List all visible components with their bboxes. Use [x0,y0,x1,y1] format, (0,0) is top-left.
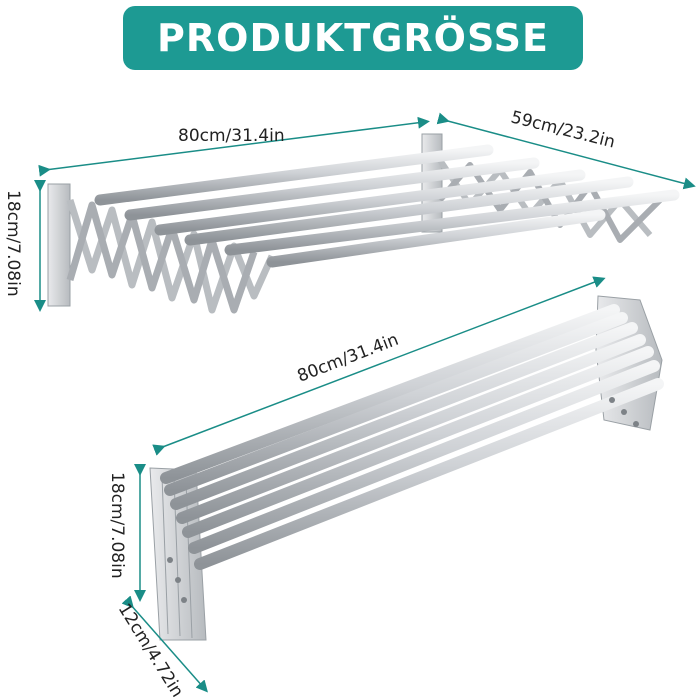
title-banner: PRODUKTGRÖSSE [123,6,583,70]
top-depth-dimension-line [436,112,696,190]
top-width-dimension-line [38,116,430,177]
bolt [167,557,173,563]
right-wall-plate [421,133,443,233]
bolt [609,397,615,403]
top-depth-label: 59cm/23.2in [509,107,617,152]
top-height-label: 18cm/7.08in [3,190,23,297]
rack-bar-6 [266,209,606,268]
bottom-width-dimension-line [152,276,606,456]
rack-bar-4 [184,176,634,246]
folded-rack [149,295,664,641]
extended-rack [47,133,680,314]
front-scissor-arm-back [66,201,258,314]
folded-bar-4 [176,334,646,524]
banner-title: PRODUKTGRÖSSE [157,16,549,60]
bolt [633,421,639,427]
rack-bar-5 [224,189,680,256]
bottom-width-label: 80cm/31.4in [295,330,402,387]
top-width-label: 80cm/31.4in [178,126,285,146]
bolt [181,597,187,603]
left-wall-plate [47,183,71,307]
bolt [175,577,181,583]
bottom-height-label: 18cm/7.08in [107,472,127,579]
bottom-depth-dimension-line [121,595,208,693]
bolt [621,409,627,415]
